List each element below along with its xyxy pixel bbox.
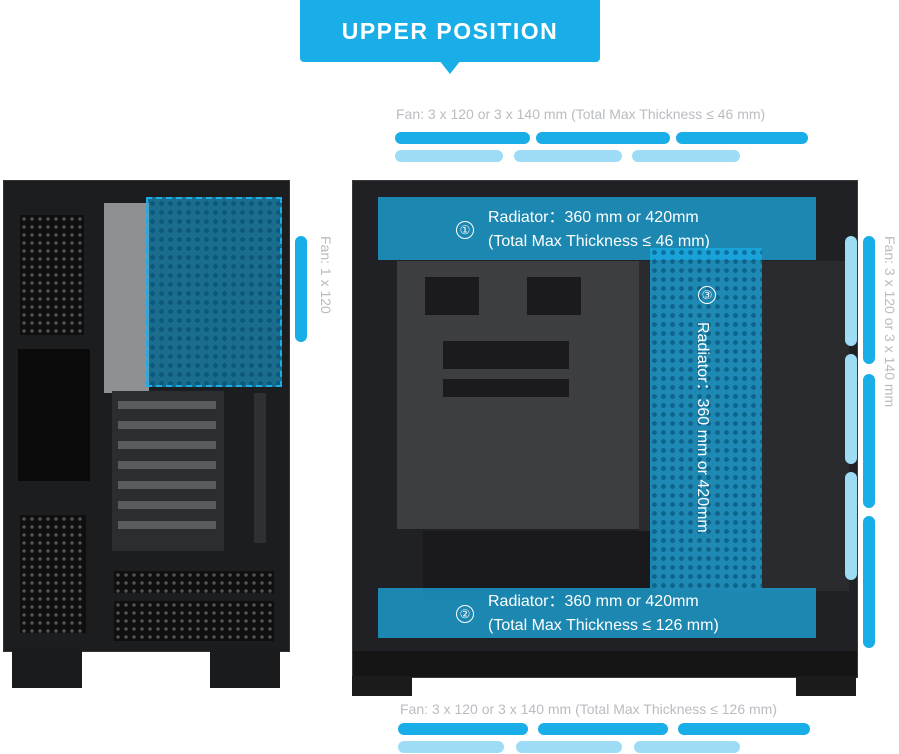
motherboard-tray (397, 261, 643, 529)
rear-right-foot (210, 648, 280, 688)
right-fan-label: Fan: 3 x 120 or 3 x 140 mm (882, 236, 898, 408)
right-fan-bar-2 (845, 354, 857, 464)
radiator-2-number: ② (456, 605, 474, 623)
radiator-2-size: Radiator：360 mm or 420mm (488, 593, 699, 610)
top-fan-bar-2 (536, 132, 670, 144)
side-left-foot (352, 676, 412, 696)
right-fan-bar-3 (845, 472, 857, 580)
bottom-fan-label: Fan: 3 x 120 or 3 x 140 mm (Total Max Th… (400, 701, 778, 717)
radiator-2-thickness: (Total Max Thickness ≤ 126 mm) (488, 617, 719, 634)
right-fan-bar-1 (845, 236, 857, 346)
bottom-fan-bar-1 (398, 723, 528, 735)
case-base (353, 651, 857, 677)
side-right-foot (796, 676, 856, 696)
right-fan-bar-6 (863, 516, 875, 648)
radiator-2-overlay (378, 588, 816, 638)
rear-lower-vent-2 (114, 601, 274, 641)
bottom-fan-bar-2 (538, 723, 668, 735)
radiator-3-size: Radiator：360 mm or 420mm (694, 322, 711, 533)
radiator-3-number: ③ (698, 286, 716, 304)
top-fan-bar-4 (395, 150, 503, 162)
rear-bottom-vent (20, 515, 86, 633)
bottom-fan-bar-3 (678, 723, 810, 735)
top-fan-bar-5 (514, 150, 622, 162)
bottom-fan-bar-4 (398, 741, 504, 753)
badge-pointer (439, 60, 461, 74)
psu-bracket (104, 203, 149, 393)
top-fan-bar-1 (395, 132, 530, 144)
top-fan-label: Fan: 3 x 120 or 3 x 140 mm (Total Max Th… (396, 106, 766, 122)
rear-vertical-vent (254, 393, 266, 543)
upper-position-badge: UPPER POSITION (300, 0, 600, 62)
case-rear-view (3, 180, 290, 652)
bottom-fan-bar-5 (516, 741, 622, 753)
left-fan-label: Fan: 1 x 120 (318, 236, 334, 314)
rear-lower-vent-1 (114, 571, 274, 593)
radiator-1-size: Radiator：360 mm or 420mm (488, 209, 699, 226)
rear-top-vent (20, 215, 84, 335)
rear-io-cutout (18, 349, 90, 481)
rear-fan-mount-highlight (146, 197, 282, 387)
top-fan-bar-6 (632, 150, 740, 162)
pcie-slots (112, 391, 224, 551)
left-fan-bar (295, 236, 307, 342)
radiator-3-overlay (650, 248, 762, 588)
top-fan-bar-3 (676, 132, 808, 144)
radiator-1-number: ① (456, 221, 474, 239)
right-fan-bar-5 (863, 374, 875, 508)
bottom-fan-bar-6 (634, 741, 740, 753)
radiator-1-thickness: (Total Max Thickness ≤ 46 mm) (488, 233, 710, 250)
rear-left-foot (12, 648, 82, 688)
badge-title: UPPER POSITION (341, 17, 559, 44)
right-fan-bar-4 (863, 236, 875, 364)
